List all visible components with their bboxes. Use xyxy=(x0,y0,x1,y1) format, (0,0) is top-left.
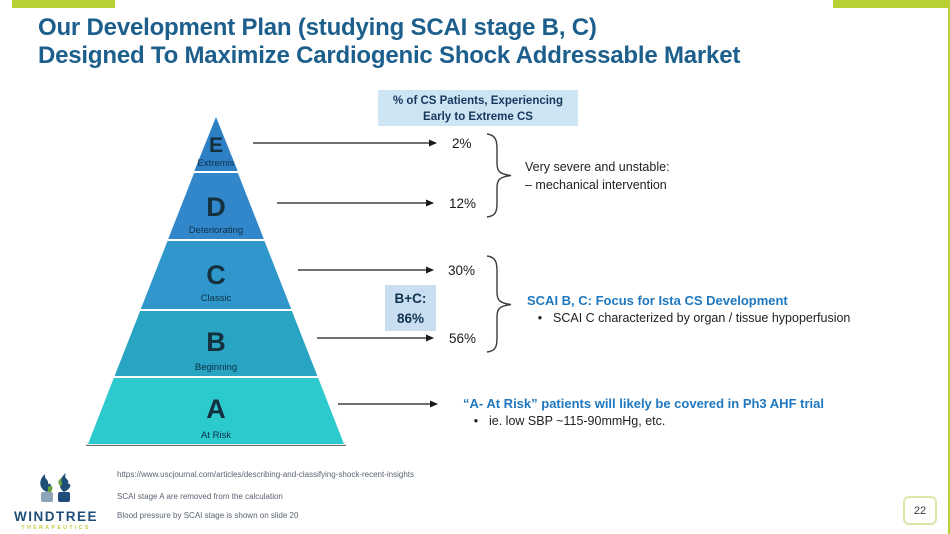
brace-e-d xyxy=(486,133,512,218)
accent-bar-top-left xyxy=(12,0,115,8)
level-name-a: At Risk xyxy=(201,430,231,441)
page-number-badge: 22 xyxy=(903,496,937,525)
column-header-line2: Early to Extreme CS xyxy=(423,111,533,123)
annotation-atrisk-heading: “A- At Risk” patients will likely be cov… xyxy=(463,396,824,411)
pyramid-level-d xyxy=(168,173,264,239)
column-header-line1: % of CS Patients, Experiencing xyxy=(393,95,563,107)
footnote-slide-ref: Blood pressure by SCAI stage is shown on… xyxy=(117,511,299,520)
column-header-box: % of CS Patients, Experiencing Early to … xyxy=(378,90,578,126)
annotation-focus-heading: SCAI B, C: Focus for Ista CS Development xyxy=(527,293,788,308)
annotation-severe: Very severe and unstable: – mechanical i… xyxy=(525,158,670,194)
level-name-b: Beginning xyxy=(195,362,237,373)
level-letter-e: E xyxy=(209,134,223,157)
pyramid-level-c xyxy=(140,241,292,309)
bc-box-line2: 86% xyxy=(396,311,425,326)
level-letter-a: A xyxy=(206,394,226,424)
bc-box-line1: B+C: xyxy=(394,291,427,306)
level-name-e: Extremis xyxy=(198,158,235,169)
annotation-atrisk-bullet: ie. low SBP ~115-90mmHg, etc. xyxy=(489,414,666,428)
annotation-focus-bullet: SCAI C characterized by organ / tissue h… xyxy=(553,311,851,325)
footnote-url: https://www.uscjournal.com/articles/desc… xyxy=(117,470,415,479)
logo-subtitle: THERAPEUTICS xyxy=(21,525,91,531)
annotation-severe-line2: – mechanical intervention xyxy=(525,178,667,192)
footnote-stage-a: SCAI stage A are removed from the calcul… xyxy=(117,492,283,501)
bc-combined-box: B+C: 86% xyxy=(385,285,436,331)
annotation-severe-line1: Very severe and unstable: xyxy=(525,160,670,174)
accent-bar-right-edge xyxy=(948,0,950,534)
annotation-focus: SCAI B, C: Focus for Ista CS Development… xyxy=(527,292,850,327)
brace-c-b xyxy=(486,255,512,353)
bullet-icon: • xyxy=(473,414,479,428)
accent-bar-top-right xyxy=(833,0,950,8)
logo-name: WINDTREE xyxy=(14,509,98,524)
pyramid-level-e xyxy=(194,117,238,171)
pct-d: 12% xyxy=(449,196,476,211)
level-letter-b: B xyxy=(206,327,226,357)
slide-title-line2: Designed To Maximize Cardiogenic Shock A… xyxy=(38,42,741,69)
slide-title-line1: Our Development Plan (studying SCAI stag… xyxy=(38,14,597,41)
level-letter-c: C xyxy=(206,260,226,290)
pct-c: 30% xyxy=(448,263,475,278)
windtree-logo: WINDTREE THERAPEUTICS xyxy=(8,471,104,531)
level-name-d: Deteriorating xyxy=(189,225,243,236)
pyramid-level-a xyxy=(88,378,344,444)
slide-title: Our Development Plan (studying SCAI stag… xyxy=(38,14,740,70)
page-number: 22 xyxy=(913,504,927,517)
level-name-c: Classic xyxy=(201,293,232,304)
annotation-atrisk: “A- At Risk” patients will likely be cov… xyxy=(463,395,824,430)
pct-e: 2% xyxy=(452,136,472,151)
level-letter-d: D xyxy=(206,192,226,222)
pyramid-level-b xyxy=(114,311,318,376)
windtree-tree-icon xyxy=(40,473,71,502)
bullet-icon: • xyxy=(537,311,543,325)
pct-b: 56% xyxy=(449,331,476,346)
